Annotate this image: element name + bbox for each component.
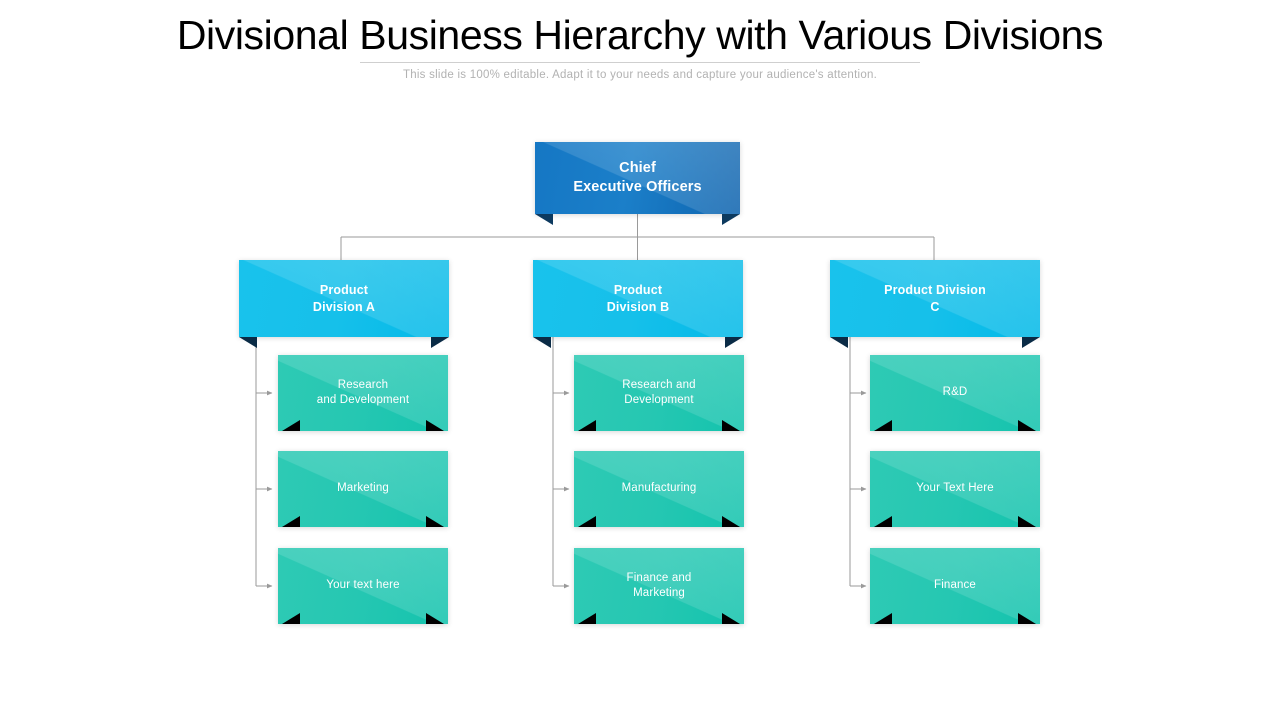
node-division-a[interactable]: Product Division A [239,260,449,348]
slide-header: Divisional Business Hierarchy with Vario… [0,0,1280,81]
node-division-b-child-2[interactable]: Manufacturing [574,451,744,527]
ribbon-tail-right-icon [1022,337,1040,348]
node-label: Product Division A [312,282,376,314]
arrow-tail-left-icon [578,420,596,431]
node-division-b-child-3[interactable]: Finance and Marketing [574,548,744,624]
node-ceo[interactable]: Chief Executive Officers [535,142,740,225]
node-label: Finance [934,579,976,592]
arrow-tail-left-icon [874,420,892,431]
node-division-a-child-2[interactable]: Marketing [278,451,448,527]
node-division-b[interactable]: Product Division B [533,260,743,348]
ribbon-tail-left-icon [239,337,257,348]
page-title: Divisional Business Hierarchy with Vario… [176,12,1104,58]
arrow-tail-left-icon [578,516,596,527]
arrow-tail-right-icon [426,420,444,431]
arrow-tail-left-icon [282,420,300,431]
node-label: Finance and Marketing [626,571,692,599]
node-label: Manufacturing [621,482,697,495]
arrow-tail-left-icon [578,613,596,624]
node-label: Research and Development [622,378,696,406]
arrow-tail-left-icon [874,613,892,624]
node-division-a-child-1[interactable]: Research and Development [278,355,448,431]
node-label: Product Division C [884,282,986,314]
node-division-c[interactable]: Product Division C [830,260,1040,348]
node-label: Your text here [326,579,400,592]
node-division-b-child-1[interactable]: Research and Development [574,355,744,431]
arrow-tail-left-icon [282,613,300,624]
arrow-tail-right-icon [426,516,444,527]
node-label: R&D [942,386,968,399]
arrow-tail-left-icon [874,516,892,527]
ribbon-tail-right-icon [431,337,449,348]
node-label: Research and Development [316,378,410,406]
ribbon-tail-right-icon [722,214,740,225]
arrow-tail-right-icon [1018,613,1036,624]
arrow-tail-right-icon [1018,420,1036,431]
ribbon-tail-left-icon [533,337,551,348]
title-divider [360,62,920,64]
arrow-tail-right-icon [722,613,740,624]
ribbon-tail-left-icon [535,214,553,225]
ribbon-tail-left-icon [830,337,848,348]
node-label: Chief Executive Officers [573,159,702,195]
arrow-tail-right-icon [426,613,444,624]
ribbon-tail-right-icon [725,337,743,348]
arrow-tail-right-icon [1018,516,1036,527]
node-division-a-child-3[interactable]: Your text here [278,548,448,624]
arrow-tail-left-icon [282,516,300,527]
arrow-tail-right-icon [722,420,740,431]
node-division-c-child-1[interactable]: R&D [870,355,1040,431]
node-division-c-child-2[interactable]: Your Text Here [870,451,1040,527]
node-label: Your Text Here [916,482,994,495]
slide-subtitle: This slide is 100% editable. Adapt it to… [402,69,878,82]
node-label: Marketing [337,482,389,495]
node-division-c-child-3[interactable]: Finance [870,548,1040,624]
arrow-tail-right-icon [722,516,740,527]
node-label: Product Division B [606,282,670,314]
